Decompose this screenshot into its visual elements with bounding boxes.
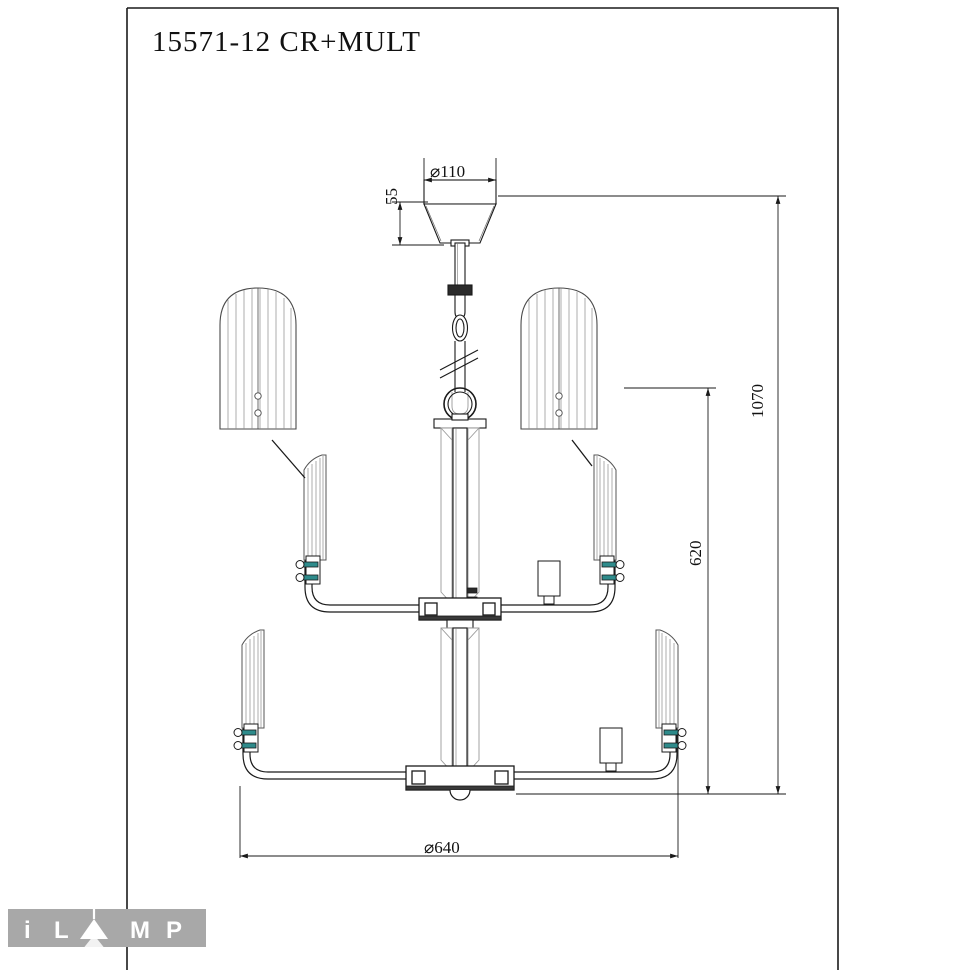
- watermark-letter-l: L: [54, 917, 69, 944]
- shade-upper-left: [303, 454, 327, 561]
- lower-arm-hub: [405, 765, 515, 801]
- leader-line-left: [271, 439, 306, 479]
- dimension-overall-diameter: [239, 732, 679, 859]
- lower-arms: [242, 728, 678, 780]
- dimension-label-total-height: 1070: [748, 384, 767, 418]
- watermark-logo: i L M P: [8, 905, 206, 955]
- dimension-canopy-height: [392, 201, 444, 246]
- bulb-upper-right: [537, 560, 561, 605]
- shade-screws-lower-left: [233, 723, 259, 753]
- leader-line-right: [571, 439, 593, 467]
- central-column-lower: [440, 627, 480, 774]
- detail-shade-left: [219, 287, 297, 430]
- upper-arms: [304, 560, 616, 613]
- break-symbol: [439, 349, 479, 379]
- watermark-letter-m: M: [130, 917, 150, 944]
- column-cap-plate: [433, 413, 487, 429]
- upper-arm-hub: [418, 597, 502, 629]
- canopy-assembly: [423, 179, 497, 247]
- dimension-label-canopy-height: 55: [382, 188, 401, 205]
- detail-shade-right: [520, 287, 598, 430]
- watermark-letter-p: P: [166, 917, 182, 944]
- suspension-assembly: [439, 242, 479, 421]
- lamp-icon: [78, 905, 110, 955]
- watermark-box: [8, 909, 206, 947]
- dimension-label-canopy-diameter: ⌀110: [430, 162, 466, 181]
- dimension-total-height: [498, 195, 786, 795]
- shade-screws-upper-left: [295, 555, 321, 585]
- dimension-label-overall-diameter: ⌀640: [424, 838, 460, 857]
- central-rod-upper: [452, 427, 468, 605]
- dimension-canopy-diameter: [423, 158, 497, 183]
- shade-screws-lower-right: [661, 723, 687, 753]
- central-column-upper: [440, 427, 480, 606]
- dimension-body-height: [516, 387, 716, 795]
- watermark-letter-i: i: [24, 917, 31, 944]
- shade-screws-upper-right: [599, 555, 625, 585]
- central-rod-lower: [452, 627, 468, 773]
- drawing-frame: [126, 7, 839, 970]
- dimension-label-body-height: 620: [686, 540, 705, 567]
- shade-lower-left: [241, 629, 265, 729]
- page-title: 15571-12 CR+MULT: [152, 26, 421, 58]
- shade-lower-right: [655, 629, 679, 729]
- shade-upper-right: [593, 454, 617, 561]
- bulb-lower-right: [599, 727, 623, 772]
